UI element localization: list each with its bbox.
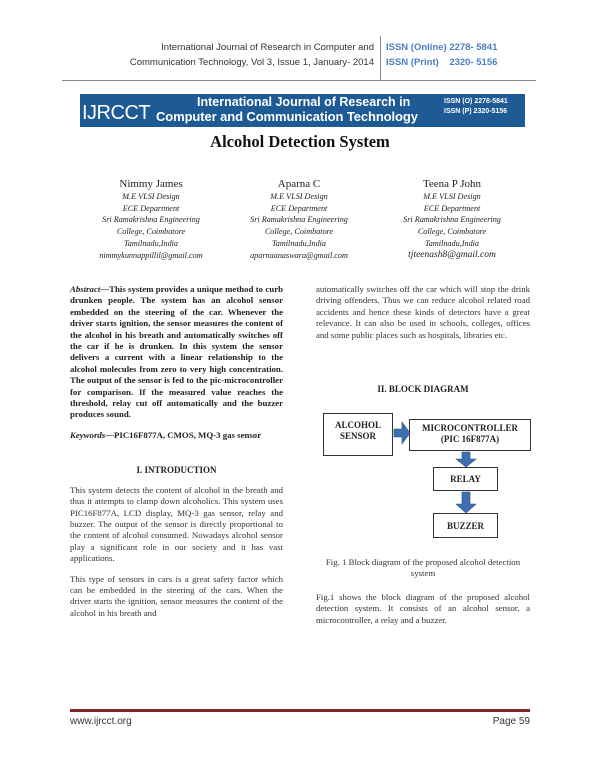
- abstract: Abstract—This system provides a unique m…: [70, 284, 283, 421]
- arrow-mcu-to-relay: [455, 451, 477, 468]
- mcu-label-1: MICROCONTROLLER: [421, 423, 518, 433]
- author-1: Nimmy James M.E VLSI Design ECE Departme…: [56, 178, 246, 261]
- issn-online: ISSN (Online) 2278- 5841: [386, 42, 498, 53]
- author-name: Aparna C: [277, 178, 321, 190]
- relay-block: RELAY: [433, 467, 498, 491]
- author-inst: Sri Ramakrishna Engineering: [102, 215, 200, 225]
- banner-line-1: International Journal of Research in: [197, 95, 411, 109]
- header-divider: [380, 36, 381, 80]
- abstract-text: —This system provides a unique method to…: [70, 284, 283, 420]
- journal-line-1: International Journal of Research in Com…: [161, 42, 374, 53]
- author-dept: ECE Department: [122, 203, 180, 213]
- footer-rule: [70, 709, 530, 712]
- author-place: Tamilnadu,India: [424, 238, 480, 248]
- author-2: Aparna C M.E VLSI Design ECE Department …: [204, 178, 394, 261]
- author-degree: M.E VLSI Design: [122, 192, 180, 201]
- author-place: Tamilnadu,India: [123, 238, 179, 248]
- author-name: Nimmy James: [119, 178, 183, 190]
- block-diagram-text: Fig.1 shows the block diagram of the pro…: [316, 592, 530, 625]
- paper-title: Alcohol Detection System: [210, 132, 390, 151]
- left-column: Abstract—This system provides a unique m…: [70, 284, 283, 619]
- author-college: College, Coimbatore: [417, 227, 487, 237]
- arrow-sensor-to-mcu: [393, 421, 411, 445]
- author-degree: M.E VLSI Design: [270, 192, 328, 201]
- arrow-relay-to-buzzer: [455, 491, 477, 514]
- author-degree: M.E VLSI Design: [423, 192, 481, 201]
- banner-issn: ISSN (O) 2278-5841 ISSN (P) 2320-5156: [444, 97, 508, 117]
- journal-header: International Journal of Research in Com…: [90, 40, 374, 70]
- section-heading-block-diagram: II. BLOCK DIAGRAM: [377, 384, 469, 394]
- author-inst: Sri Ramakrishna Engineering: [403, 215, 501, 225]
- journal-banner: IJRCCT International Journal of Research…: [80, 94, 525, 127]
- author-inst: Sri Ramakrishna Engineering: [250, 215, 348, 225]
- author-place: Tamilnadu,India: [271, 238, 327, 248]
- author-college: College, Coimbatore: [116, 227, 186, 237]
- footer-url: www.ijrcct.org: [70, 716, 132, 727]
- sensor-label-1: ALCOHOL: [334, 420, 381, 430]
- author-dept: ECE Department: [423, 203, 481, 213]
- banner-line-2: Computer and Communication Technology: [156, 109, 418, 124]
- author-college: College, Coimbatore: [264, 227, 334, 237]
- journal-line-2: Communication Technology, Vol 3, Issue 1…: [129, 57, 374, 68]
- section-heading-introduction: I. INTRODUCTION: [136, 465, 217, 476]
- sensor-label-2: SENSOR: [339, 431, 376, 441]
- author-dept: ECE Department: [270, 203, 328, 213]
- abstract-label: Abstract: [70, 284, 101, 294]
- header-rule: [62, 80, 536, 81]
- author-email: nimmykunnappillil@gmail.com: [99, 250, 203, 260]
- keywords-text: —PIC16F877A, CMOS, MQ-3 gas sensor: [105, 429, 262, 440]
- microcontroller-block: MICROCONTROLLER (PIC 16F877A): [409, 419, 531, 451]
- issn-block: ISSN (Online) 2278- 5841 ISSN (Print) 23…: [386, 40, 497, 70]
- buzzer-block: BUZZER: [433, 513, 498, 538]
- banner-issn-p: ISSN (P) 2320-5156: [444, 108, 508, 115]
- mcu-label-2: (PIC 16F877A): [440, 434, 500, 444]
- author-email: aparnaanaswara@gmail.com: [250, 250, 348, 260]
- intro-paragraph-3: automatically switches off the car which…: [316, 284, 530, 340]
- issn-print: ISSN (Print) 2320- 5156: [386, 57, 498, 68]
- alcohol-sensor-block: ALCOHOL SENSOR: [323, 413, 393, 456]
- journal-logo: IJRCCT: [82, 102, 151, 124]
- author-3: Teena P John M.E VLSI Design ECE Departm…: [357, 178, 547, 261]
- intro-paragraph-2: This type of sensors in cars is a great …: [70, 573, 283, 618]
- page-number: Page 59: [492, 716, 530, 727]
- keywords-label: Keywords: [70, 429, 106, 440]
- author-name: Teena P John: [422, 178, 482, 190]
- author-email: tjteenash8@gmail.com: [408, 249, 496, 260]
- intro-paragraph-1: This system detects the content of alcoh…: [70, 484, 283, 564]
- figure-caption: Fig. 1 Block diagram of the proposed alc…: [325, 557, 521, 579]
- banner-issn-o: ISSN (O) 2278-5841: [444, 98, 508, 105]
- keywords: Keywords—PIC16F877A, CMOS, MQ-3 gas sens…: [70, 430, 283, 441]
